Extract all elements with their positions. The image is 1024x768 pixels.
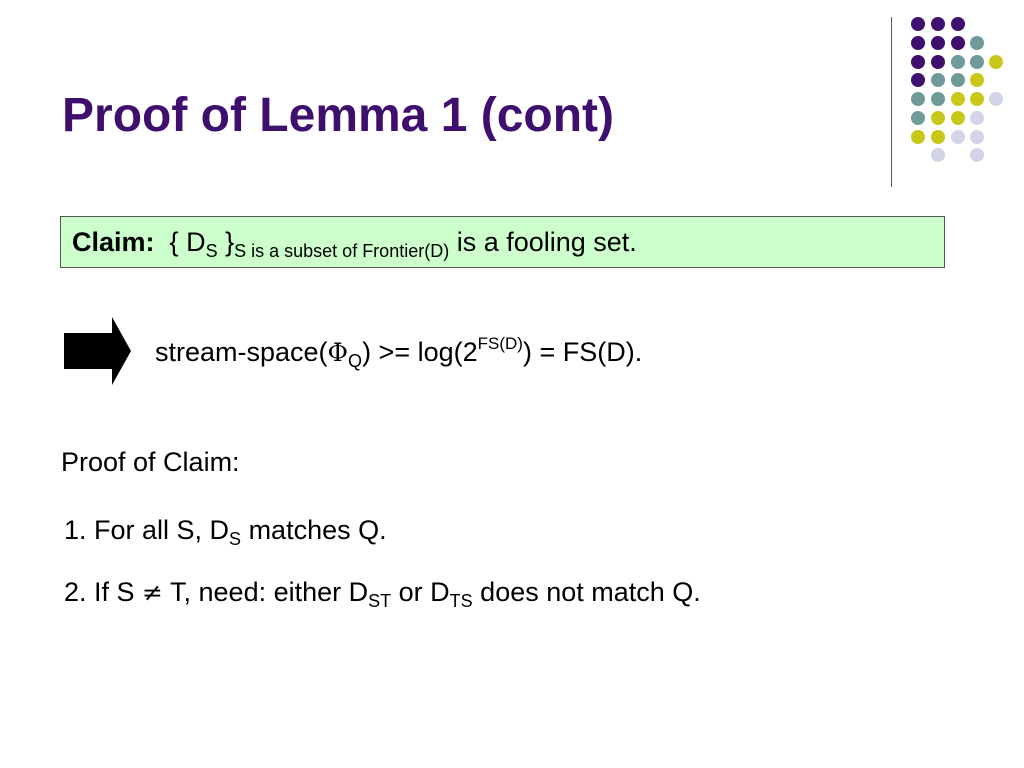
decorative-dot xyxy=(989,55,1003,69)
claim-box: Claim: { DS }S is a subset of Frontier(D… xyxy=(60,216,945,268)
decorative-dot xyxy=(951,17,965,31)
decorative-dot xyxy=(931,36,945,50)
decorative-dot xyxy=(989,92,1003,106)
proof-item-1: 1. For all S, DS matches Q. xyxy=(64,514,387,551)
not-equal-symbol: ≠ xyxy=(142,578,163,607)
decorative-dot xyxy=(970,111,984,125)
decorative-dot xyxy=(951,73,965,87)
proof-heading: Proof of Claim: xyxy=(61,447,240,477)
decorative-dot xyxy=(970,55,984,69)
slide-title: Proof of Lemma 1 (cont) xyxy=(62,89,615,142)
decorative-dot xyxy=(911,130,925,144)
decorative-dot xyxy=(911,36,925,50)
implication-suffix: ) = FS(D). xyxy=(522,337,643,367)
decorative-dot xyxy=(931,92,945,106)
decorative-dot xyxy=(970,92,984,106)
proof-item-2-before: 2. If S xyxy=(64,577,143,607)
decorative-dot xyxy=(951,92,965,106)
decorative-dot xyxy=(951,111,965,125)
decorative-dot xyxy=(970,36,984,50)
decorative-divider-line xyxy=(891,17,892,187)
proof-item-2: 2. If S ≠ T, need: either DST or DTS doe… xyxy=(64,576,701,613)
decorative-dot xyxy=(951,130,965,144)
decorative-dot xyxy=(931,17,945,31)
decorative-dot xyxy=(970,73,984,87)
claim-condition-subscript: S is a subset of Frontier(D) xyxy=(234,241,450,261)
decorative-dot xyxy=(911,73,925,87)
decorative-dot xyxy=(931,130,945,144)
proof-item-1-subscript: S xyxy=(229,529,242,549)
decorative-dot xyxy=(911,92,925,106)
implication-formula: stream-space(ΦQ) >= log(2FS(D)) = FS(D). xyxy=(155,334,642,373)
phi-symbol: Φ xyxy=(327,338,349,367)
decorative-dot xyxy=(951,36,965,50)
proof-item-1-before: 1. For all S, D xyxy=(64,515,230,545)
proof-item-2-mid2: or D xyxy=(391,577,450,607)
proof-item-2-subscript-ts: TS xyxy=(449,591,473,611)
decorative-dot xyxy=(931,111,945,125)
proof-item-2-after: does not match Q. xyxy=(472,577,701,607)
decorative-dot xyxy=(970,130,984,144)
claim-set-subscript: S xyxy=(205,241,218,261)
exponent: FS(D) xyxy=(477,334,523,353)
claim-text: is a fooling set. xyxy=(449,227,637,257)
decorative-dot xyxy=(931,148,945,162)
implication-middle: ) >= log(2 xyxy=(362,337,478,367)
decorative-dot xyxy=(911,55,925,69)
implication-prefix: stream-space( xyxy=(155,337,328,367)
right-arrow-icon xyxy=(64,317,131,385)
decorative-dot xyxy=(931,55,945,69)
proof-item-2-mid: T, need: either D xyxy=(163,577,369,607)
proof-item-1-after: matches Q. xyxy=(241,515,387,545)
claim-set-open: { D xyxy=(169,227,206,257)
decorative-dot xyxy=(970,148,984,162)
decorative-dot xyxy=(911,111,925,125)
decorative-dot xyxy=(951,55,965,69)
claim-label: Claim: xyxy=(72,227,155,257)
decorative-dot xyxy=(911,17,925,31)
proof-item-2-subscript-st: ST xyxy=(368,591,392,611)
phi-subscript: Q xyxy=(348,351,363,371)
decorative-dot xyxy=(931,73,945,87)
claim-set-close: } xyxy=(217,227,235,257)
